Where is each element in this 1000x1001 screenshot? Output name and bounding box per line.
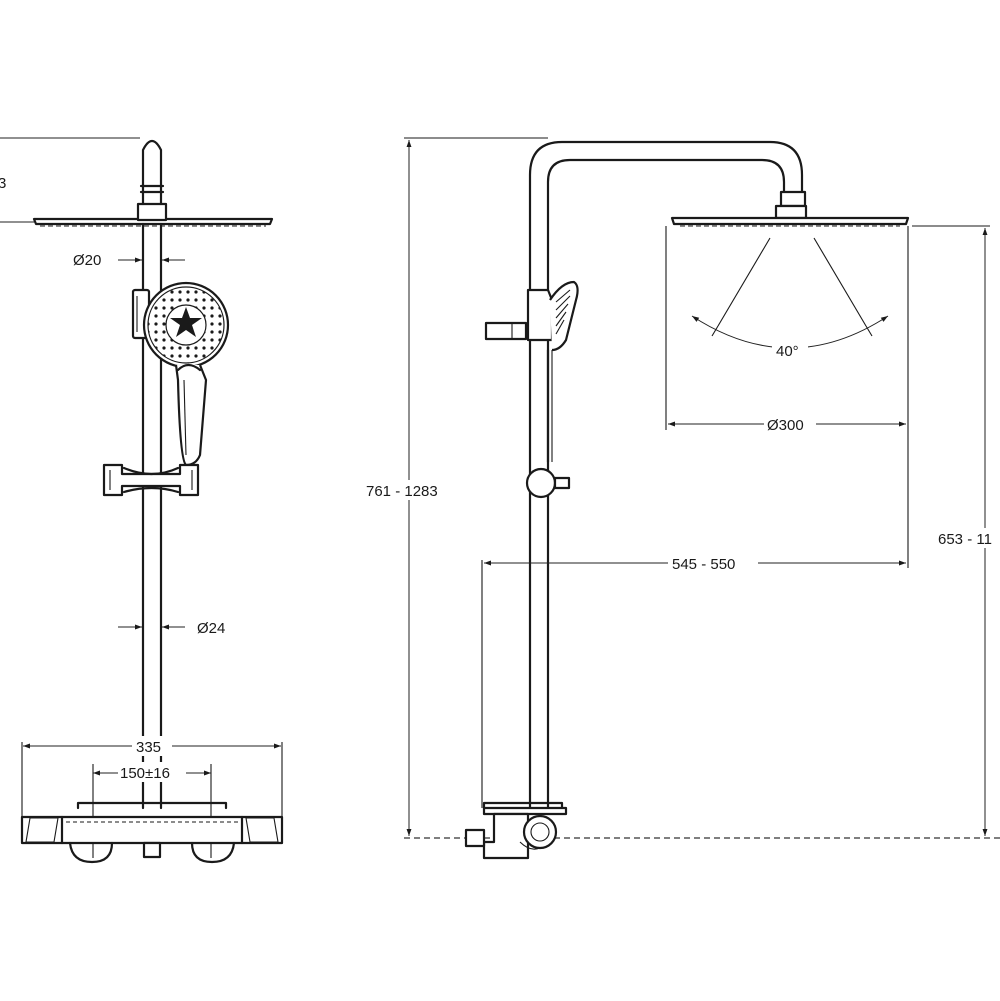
side-handshower xyxy=(484,280,579,464)
front-inlet-spacing-label: 150±16 xyxy=(120,765,170,782)
side-overall-height-label: 761 - 1283 xyxy=(366,483,438,500)
side-spray-angle-label: 40° xyxy=(776,343,799,360)
front-handshower xyxy=(142,281,230,467)
front-shower-head xyxy=(32,202,274,227)
side-head-height-dim: 653 - 11 xyxy=(912,225,1000,836)
side-arm-reach-dim: 545 - 550 xyxy=(481,553,906,808)
side-riser-and-arm xyxy=(528,140,808,810)
front-arm-diameter-dim: Ø20 xyxy=(70,249,185,269)
side-overall-height-dim: 761 - 1283 xyxy=(364,137,548,836)
front-riser-diameter-label: Ø24 xyxy=(197,620,225,637)
front-inlet-spacing-dim: 150±16 xyxy=(92,762,212,858)
front-mixer-width-dim: 335 xyxy=(21,736,283,818)
side-arm-reach-label: 545 - 550 xyxy=(672,556,735,573)
front-top-dim-label: 3 xyxy=(0,175,6,192)
front-top-dimension: 3 xyxy=(0,137,140,223)
front-riser-diameter-dim: Ø24 xyxy=(118,617,238,637)
side-spray-angle: 40° xyxy=(691,237,889,360)
side-slider-knob xyxy=(525,467,571,499)
front-slider-clamp xyxy=(102,463,200,497)
front-arm-diameter-label: Ø20 xyxy=(73,252,101,269)
front-thermostatic-mixer xyxy=(20,801,284,864)
side-head-diameter-dim: Ø300 xyxy=(668,414,906,434)
side-head-diameter-label: Ø300 xyxy=(767,417,804,434)
side-shower-head xyxy=(665,216,910,568)
front-mixer-width-label: 335 xyxy=(136,739,161,756)
side-thermostatic-mixer xyxy=(464,801,568,860)
side-view: 761 - 1283 40° xyxy=(364,137,1000,860)
side-head-height-label: 653 - 11 xyxy=(938,531,992,548)
front-view: 3 Ø20 xyxy=(0,137,284,864)
